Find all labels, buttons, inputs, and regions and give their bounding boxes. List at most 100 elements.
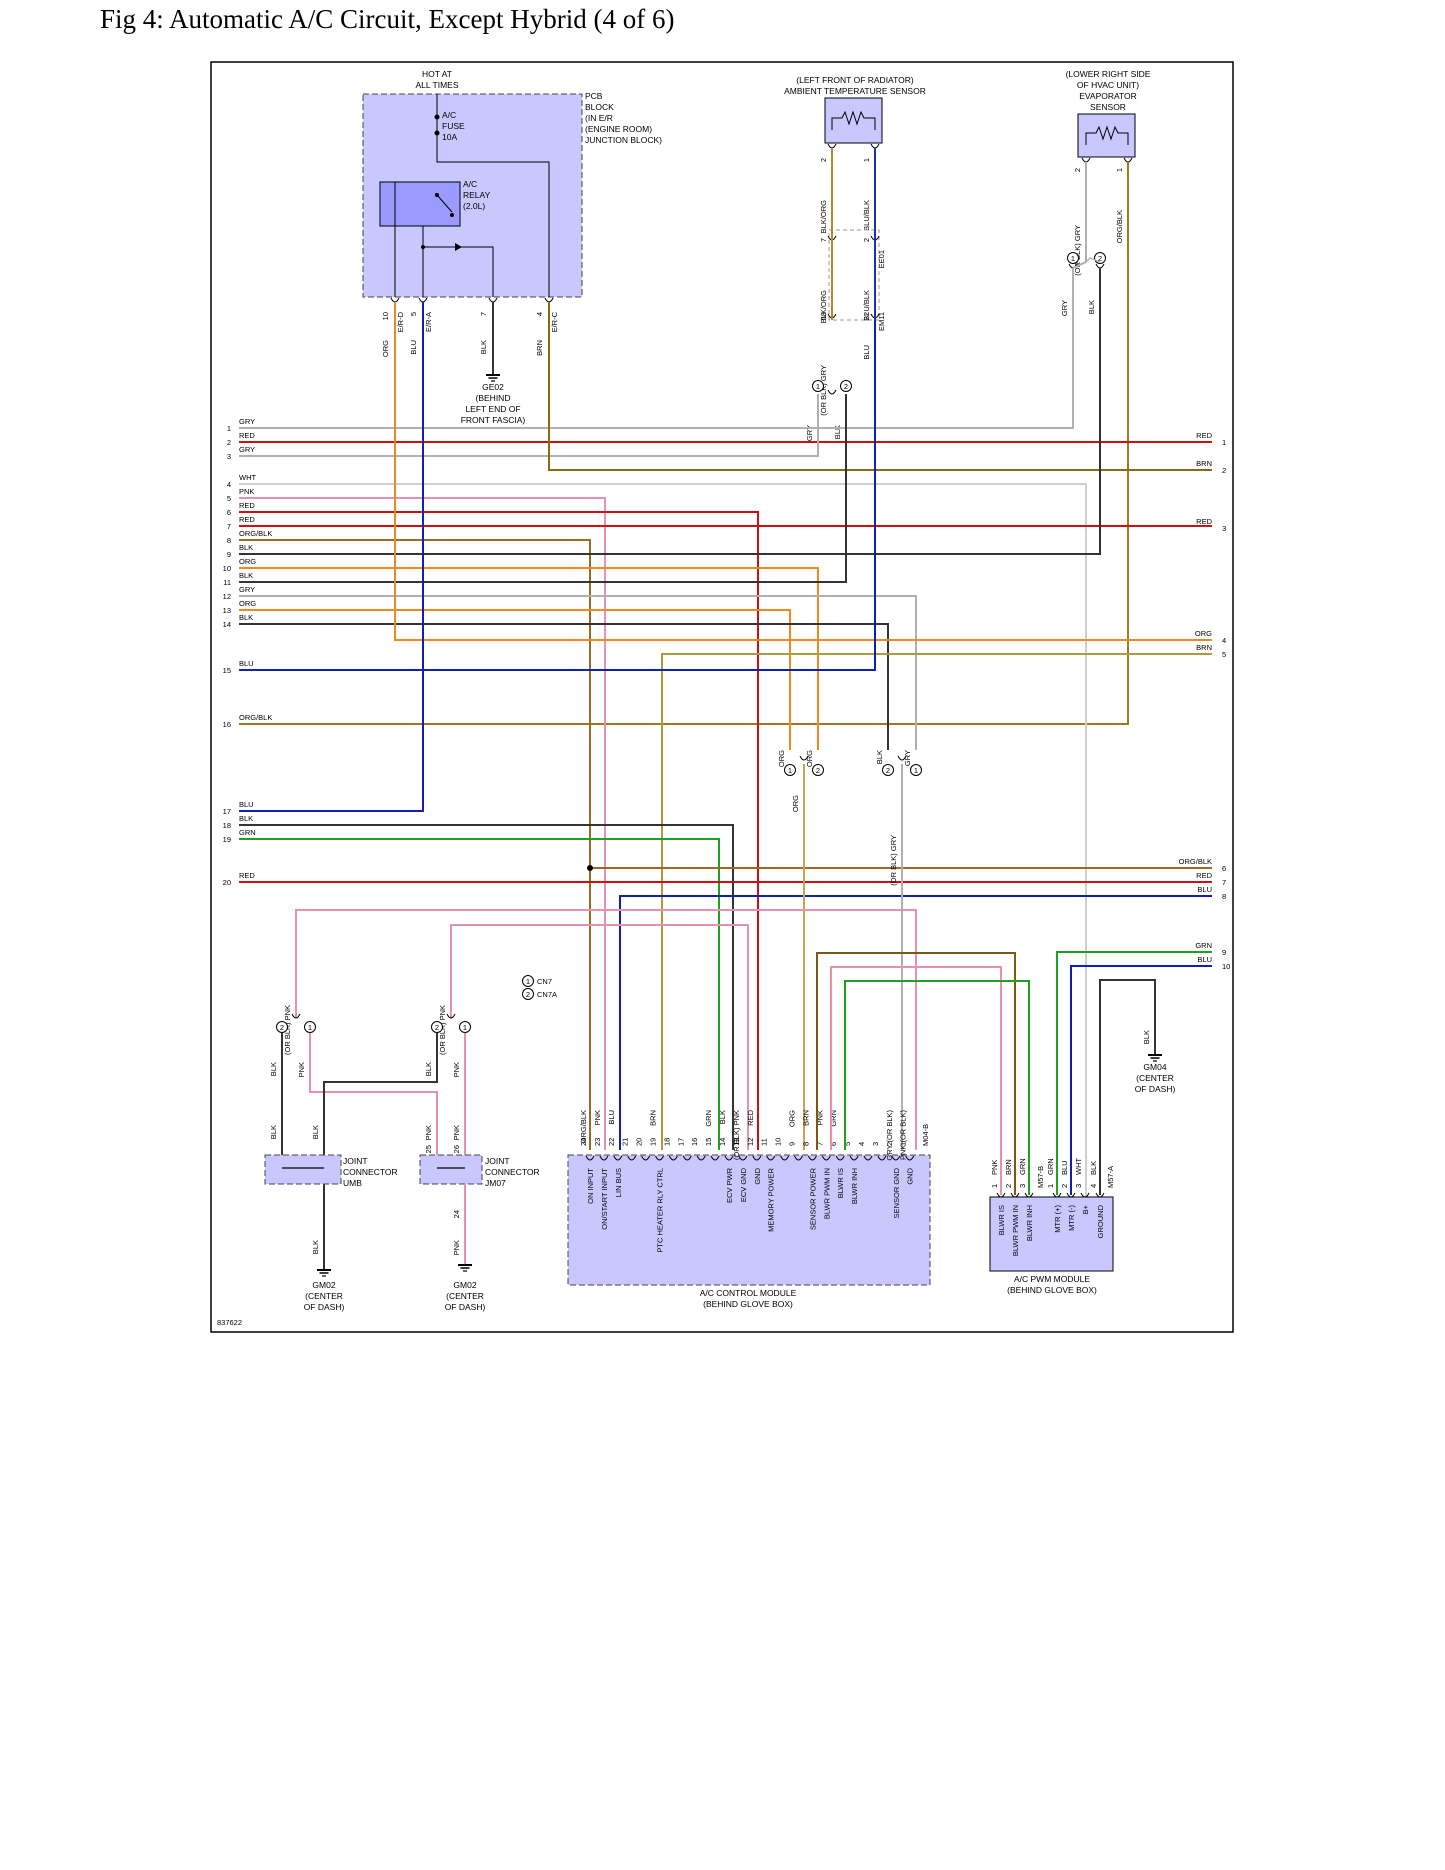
legend-cn7-label: CN7 xyxy=(537,977,552,986)
ambient-sensor-box xyxy=(824,97,883,144)
acm-pin-21 xyxy=(627,1155,637,1161)
splice-number: 2 xyxy=(1098,254,1102,263)
left-row-color: GRY xyxy=(239,585,255,594)
acm-pin-function: ON/START INPUT xyxy=(600,1168,609,1230)
pwm-pin-number: 1 xyxy=(990,1184,999,1188)
pcb-pin-7 xyxy=(488,297,498,303)
splice-number xyxy=(1067,252,1079,264)
wire-row-6-red xyxy=(239,511,759,1150)
left-row-number: 4 xyxy=(227,480,231,489)
evap-pin-number: 1 xyxy=(1115,168,1124,172)
ambient-pin-number: 2 xyxy=(819,158,828,162)
acm-pin-number: 22 xyxy=(607,1138,616,1146)
em11-wire-color: BLU xyxy=(862,345,871,360)
pwm-a-pin xyxy=(1095,1192,1105,1198)
acm-wire-color: BLK xyxy=(718,1110,727,1124)
jc-umb-label: CONNECTOR xyxy=(343,1167,398,1177)
left-row-number: 12 xyxy=(223,592,231,601)
acm-pin-function: BLWR IS xyxy=(836,1168,845,1198)
jc-umb-box xyxy=(264,1154,342,1185)
acm-pin-number: 18 xyxy=(662,1138,671,1146)
acm-pin-number: 23 xyxy=(593,1138,602,1146)
acm-wire-color: GRN xyxy=(829,1110,838,1127)
pwm-pin-number: 4 xyxy=(1089,1184,1098,1188)
acm-pin-7 xyxy=(821,1155,831,1161)
ac-fuse-label: A/C xyxy=(442,110,456,120)
right-row-number: 4 xyxy=(1222,636,1226,645)
acm-pin-number: 16 xyxy=(690,1138,699,1146)
pwm-b-pin xyxy=(996,1192,1006,1198)
splice-number xyxy=(784,764,796,776)
right-row-color: GRN xyxy=(1195,941,1212,950)
acm-pin-number: 3 xyxy=(871,1142,880,1146)
wire-row-5-pnk xyxy=(239,497,606,1150)
cn-left-color: BLK xyxy=(269,1062,278,1076)
acm-pin-11 xyxy=(766,1155,776,1161)
acm-pin-12 xyxy=(752,1155,762,1161)
ground-ge02-label: (BEHIND xyxy=(476,393,511,403)
splice-wire-color: ORG xyxy=(805,750,814,767)
acm-wire-color: BRN xyxy=(649,1110,658,1126)
wire-right-8-blu xyxy=(619,895,1212,1150)
ground-gm04-label: OF DASH) xyxy=(1135,1084,1176,1094)
splice-wire-color: ORG xyxy=(777,750,786,767)
splice-number: 1 xyxy=(914,766,918,775)
acm-pin-function: ECV GND xyxy=(739,1167,748,1202)
cn-left-color: PNK xyxy=(297,1062,306,1077)
acm-pin-1 xyxy=(905,1155,915,1161)
cn-right-color: PNK xyxy=(452,1125,461,1140)
splice-number xyxy=(304,1021,316,1033)
pcb-hot-label: ALL TIMES xyxy=(416,80,459,90)
right-row-number: 5 xyxy=(1222,650,1226,659)
wire-pcb-org xyxy=(394,302,1212,641)
pwm-connector-label: M57-A xyxy=(1106,1166,1115,1188)
wire-pnk-right-loop xyxy=(450,924,749,1150)
splice-wire-color: ORG xyxy=(791,795,800,812)
ground-gm02-label: GM02 xyxy=(453,1280,476,1290)
ground-gm04-label: (CENTER xyxy=(1136,1073,1174,1083)
ac-relay-label: A/C xyxy=(463,179,477,189)
relay-switch-icon xyxy=(436,194,453,213)
acm-pin-function: SENSOR POWER xyxy=(808,1167,817,1230)
splice-wire-color: BLK xyxy=(875,750,884,764)
right-row-color: ORG/BLK xyxy=(1179,857,1212,866)
acm-pin-9 xyxy=(794,1155,803,1161)
left-row-color: ORG xyxy=(239,599,256,608)
jc-jm07-label: CONNECTOR xyxy=(485,1167,540,1177)
left-row-color: BLU xyxy=(239,800,254,809)
splice-number: 1 xyxy=(463,1023,467,1032)
splice-pin xyxy=(291,1013,301,1019)
left-row-color: GRY xyxy=(239,445,255,454)
pwm-pin-function: BLWR PWM IN xyxy=(1011,1205,1020,1256)
pwm-pin-function: GROUND xyxy=(1096,1204,1105,1238)
fuse-icon xyxy=(434,114,440,120)
pwm-pin-function: BLWR INH xyxy=(1025,1205,1034,1241)
ground-ge02-label: LEFT END OF xyxy=(465,404,520,414)
right-row-color: RED xyxy=(1196,431,1212,440)
evap-wire-color: (OR BLK) GRY xyxy=(1073,225,1082,276)
ac-pwm-module-box xyxy=(989,1196,1114,1272)
acm-wire-color: BLU xyxy=(607,1110,616,1125)
acm-pin-19 xyxy=(655,1155,664,1161)
right-row-color: BLU xyxy=(1197,955,1212,964)
ac-pwm-module-label: A/C PWM MODULE xyxy=(1014,1274,1090,1284)
wire-gm04 xyxy=(1099,979,1156,1195)
legend-cn7a-label: CN7A xyxy=(537,990,557,999)
left-row-number: 14 xyxy=(223,620,231,629)
left-row-color: RED xyxy=(239,431,255,440)
acm-pin-8 xyxy=(807,1155,817,1161)
left-row-color: BLU xyxy=(239,659,254,668)
pwm-wire-color: GRN xyxy=(1046,1158,1055,1175)
pwm-pin-number: 3 xyxy=(1074,1184,1083,1188)
splice-number: 1 xyxy=(308,1023,312,1032)
ground-ge02-label: FRONT FASCIA) xyxy=(461,415,526,425)
wire-umb-pnk xyxy=(309,1033,438,1155)
cn-left-color: BLK xyxy=(311,1125,320,1139)
relay-feed-line xyxy=(436,140,550,297)
splice-number xyxy=(910,764,922,776)
left-row-color: ORG xyxy=(239,557,256,566)
ac-fuse-label: FUSE xyxy=(442,121,465,131)
em11-connector-label: EM11 xyxy=(877,312,886,331)
left-row-color: RED xyxy=(239,871,255,880)
